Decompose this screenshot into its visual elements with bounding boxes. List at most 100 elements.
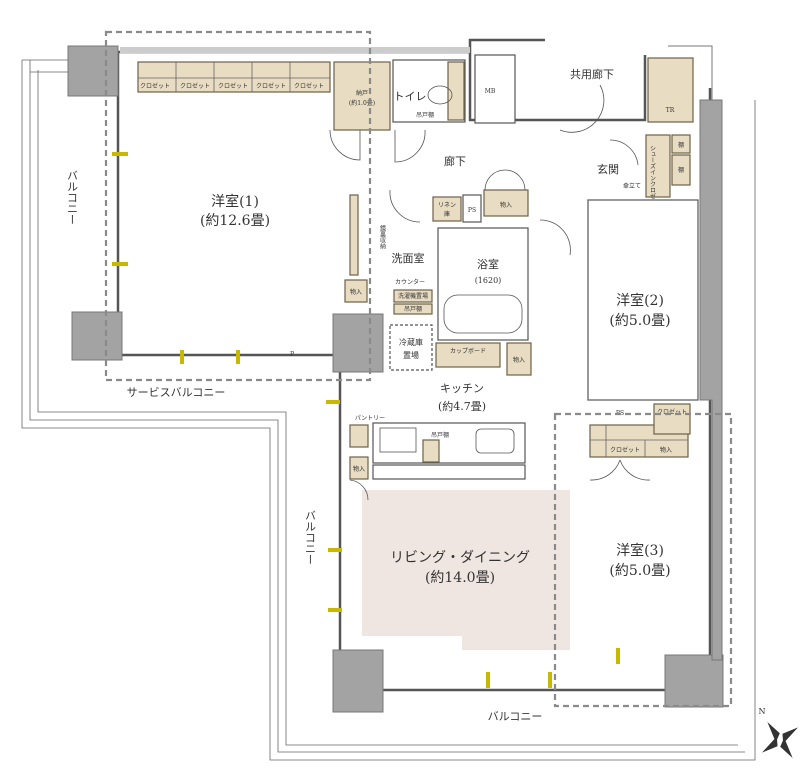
kitchen-label: キッチン bbox=[440, 382, 484, 395]
shared-corridor-label: 共用廊下 bbox=[570, 67, 614, 81]
column bbox=[71, 311, 123, 361]
kitchen-size: (約4.7畳) bbox=[438, 399, 486, 413]
door-swings bbox=[329, 84, 651, 501]
closet-label: クロゼット bbox=[657, 408, 687, 416]
toilet-cabinet bbox=[447, 61, 465, 121]
sink bbox=[475, 428, 515, 454]
balcony-rails bbox=[21, 59, 756, 761]
column bbox=[664, 654, 724, 708]
service-balcony-label: サービスバルコニー bbox=[127, 386, 226, 399]
pantry-label: パントリー bbox=[355, 415, 385, 422]
western-room-2 bbox=[587, 199, 699, 401]
storage-label: 物入 bbox=[350, 288, 362, 296]
ps-label: PS bbox=[468, 207, 476, 214]
toilet-bowl bbox=[427, 85, 453, 105]
living-dining-label: リビング・ダイニング bbox=[390, 550, 530, 566]
closet-label: クロゼット bbox=[610, 446, 640, 454]
wall-cabinet bbox=[422, 439, 440, 463]
vanity bbox=[349, 194, 359, 276]
pantry bbox=[349, 424, 369, 448]
bath-label: 浴室 bbox=[477, 257, 499, 271]
room-3-highlight bbox=[553, 412, 733, 708]
north-label: N bbox=[759, 707, 766, 716]
bathtub bbox=[443, 294, 523, 334]
closets-room1 bbox=[137, 61, 331, 93]
closet-label: クロゼット bbox=[140, 82, 170, 90]
storage bbox=[349, 456, 369, 480]
closet-label: クロゼット bbox=[180, 82, 210, 90]
hallway-label: 廊下 bbox=[444, 154, 466, 168]
western-room-2-size: (約5.0畳) bbox=[609, 313, 670, 329]
mirror-storage-label: 鏡裏収納 bbox=[379, 224, 386, 250]
room-1-highlight bbox=[104, 30, 372, 382]
shelf bbox=[671, 134, 691, 154]
western-room-2-label: 洋室(2) bbox=[616, 292, 664, 309]
kitchen-counter bbox=[372, 422, 526, 464]
counter-label: カウンター bbox=[395, 278, 425, 286]
closet-room2 bbox=[653, 403, 691, 435]
column bbox=[668, 45, 723, 661]
closet-label: クロゼット bbox=[294, 82, 324, 90]
tr-space bbox=[647, 57, 694, 123]
fridge-label: 冷蔵庫 bbox=[399, 337, 423, 347]
mb-space bbox=[474, 54, 516, 124]
wall-cabinet-label: 吊戸棚 bbox=[404, 305, 422, 313]
toilet-label: トイレ bbox=[394, 90, 427, 103]
storeroom bbox=[333, 61, 391, 131]
balcony-left-label: バルコニー bbox=[66, 170, 79, 225]
shelf-label: 棚 bbox=[678, 141, 684, 149]
closet-label: クロゼット bbox=[256, 82, 286, 90]
linen-label: 庫 bbox=[444, 210, 450, 218]
compass-icon bbox=[761, 721, 799, 759]
cupboard bbox=[435, 342, 501, 368]
wall-cabinet-label: 吊戸棚 bbox=[416, 111, 434, 119]
balcony-middle-label: バルコニー bbox=[304, 510, 317, 565]
umbrella-label: 傘立て bbox=[623, 182, 641, 190]
tr-label: TR bbox=[666, 107, 675, 114]
mb-label: MB bbox=[485, 88, 496, 95]
storage-label: 物入 bbox=[660, 446, 672, 454]
bath-size: (1620) bbox=[475, 276, 502, 285]
fridge-label: 置場 bbox=[403, 350, 419, 360]
entrance-label: 玄関 bbox=[597, 162, 619, 176]
washer-label: 洗濯機置場 bbox=[398, 292, 428, 300]
column bbox=[332, 313, 384, 373]
hatched-wall bbox=[120, 47, 470, 53]
bathroom bbox=[437, 227, 529, 341]
shelf bbox=[671, 154, 691, 186]
living-dining-size: (約14.0畳) bbox=[425, 570, 495, 586]
western-room-1-label: 洋室(1) bbox=[211, 193, 259, 210]
storeroom-size: (約1.0畳) bbox=[349, 99, 375, 107]
shelf-label: 棚 bbox=[678, 166, 684, 174]
shoes-in-closet bbox=[645, 134, 671, 198]
storage bbox=[506, 342, 532, 376]
linen-closet bbox=[432, 196, 462, 222]
washer-space bbox=[393, 289, 433, 303]
fridge-space bbox=[389, 324, 433, 371]
window-markers bbox=[112, 152, 620, 688]
column bbox=[67, 45, 119, 97]
stove bbox=[379, 427, 417, 453]
storage-label: 物入 bbox=[513, 356, 525, 364]
kitchen-back-counter bbox=[372, 464, 526, 480]
cupboard-label: カップボード bbox=[450, 347, 486, 355]
linen-label: リネン bbox=[438, 202, 456, 209]
shoes-in-closet-label: シューズインクロゼット bbox=[649, 145, 656, 211]
living-floor bbox=[362, 490, 570, 650]
storage bbox=[344, 279, 368, 303]
western-room-3-label: 洋室(3) bbox=[616, 542, 664, 559]
balcony-bottom-label: バルコニー bbox=[488, 710, 543, 723]
washroom-label: 洗面室 bbox=[392, 251, 425, 265]
wall-cabinet bbox=[393, 303, 433, 315]
storage bbox=[483, 189, 529, 217]
wall-cabinet-label: 吊戸棚 bbox=[431, 431, 449, 439]
western-room-3-size: (約5.0畳) bbox=[609, 563, 670, 579]
ps-shaft bbox=[462, 194, 482, 223]
column bbox=[332, 649, 384, 713]
storage-label: 物入 bbox=[353, 465, 365, 473]
storeroom-label: 納戸 bbox=[356, 89, 368, 97]
closet-label: クロゼット bbox=[218, 82, 248, 90]
p-label: P bbox=[290, 351, 294, 358]
western-room-1-size: (約12.6畳) bbox=[200, 213, 270, 229]
